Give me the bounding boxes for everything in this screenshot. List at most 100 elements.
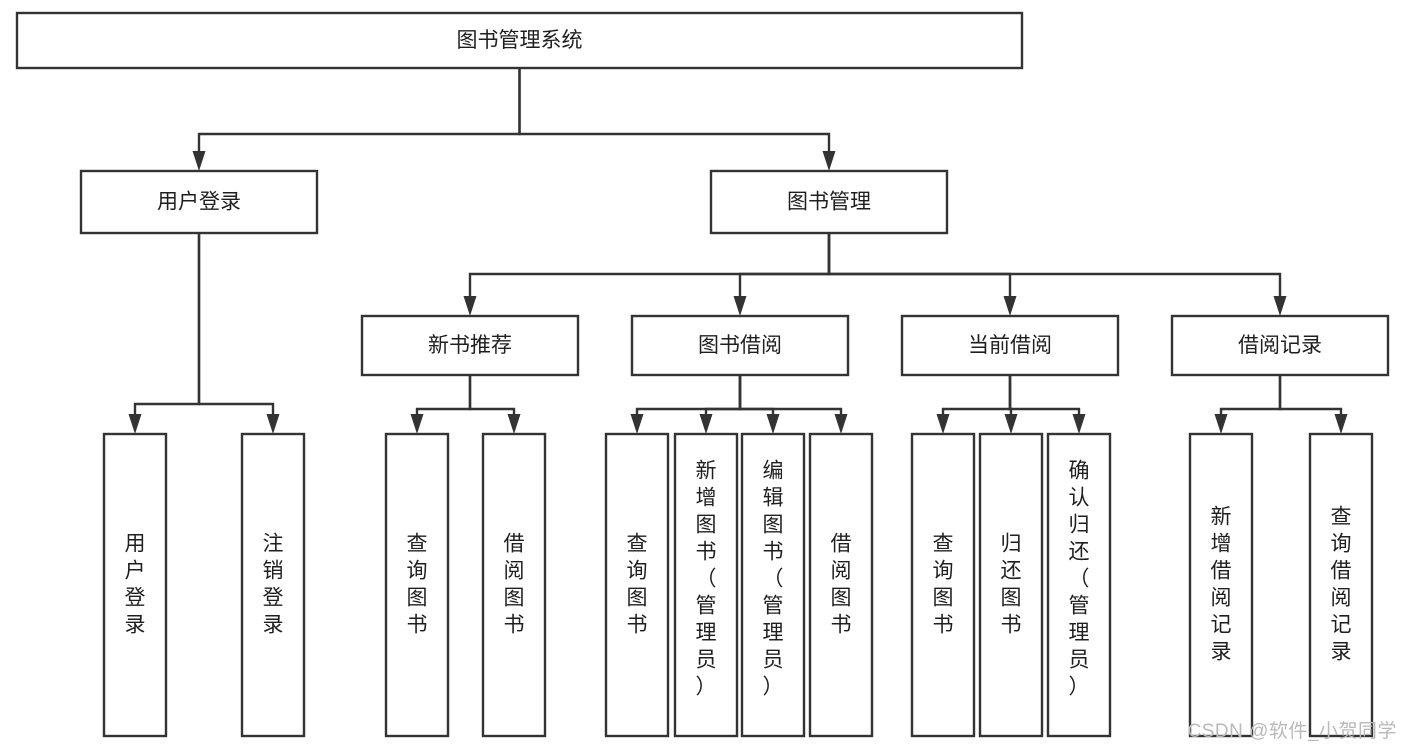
- node-box[interactable]: [360, 314, 580, 377]
- connector-book-borrow-to-leaf-add-book: [699, 375, 742, 434]
- node-leaf-confirm-return[interactable]: 确认归还（管理员）: [1046, 432, 1112, 738]
- node-leaf-return-book[interactable]: 归还图书: [978, 432, 1044, 738]
- connector-line: [197, 68, 521, 153]
- arrow-head-icon: [1214, 414, 1228, 434]
- connector-line: [197, 233, 275, 416]
- node-leaf-query-book-1[interactable]: 查询图书: [384, 432, 450, 738]
- node-leaf-query-record[interactable]: 查询借阅记录: [1308, 432, 1374, 738]
- arrow-head-icon: [766, 414, 780, 434]
- node-box[interactable]: [15, 11, 1024, 70]
- connector-line: [941, 375, 1012, 416]
- node-leaf-edit-book[interactable]: 编辑图书（管理员）: [740, 432, 806, 738]
- arrow-head-icon: [630, 414, 644, 434]
- connector-book-manage-to-book-borrow: [733, 233, 831, 316]
- connector-book-manage-to-borrow-record: [827, 233, 1287, 316]
- arrow-head-icon: [192, 151, 206, 171]
- node-box[interactable]: [910, 432, 976, 738]
- node-label: 查询图书: [627, 532, 648, 636]
- node-label: 查询借阅记录: [1331, 505, 1352, 663]
- node-box[interactable]: [481, 432, 547, 738]
- connector-user-login-to-leaf-user-login: [128, 233, 201, 434]
- arrow-head-icon: [1273, 296, 1287, 316]
- node-label: 编辑图书（管理员）: [763, 459, 784, 698]
- connector-new-book-recommend-to-leaf-borrow-book-1: [468, 375, 521, 434]
- connector-book-borrow-to-leaf-borrow-book-2: [738, 375, 848, 434]
- arrow-head-icon: [733, 296, 747, 316]
- node-box[interactable]: [240, 432, 306, 738]
- arrow-head-icon: [266, 414, 280, 434]
- arrow-head-icon: [128, 414, 142, 434]
- connector-line: [468, 233, 831, 298]
- node-box[interactable]: [1046, 432, 1112, 738]
- connector-line: [518, 68, 831, 153]
- node-label: 图书借阅: [698, 334, 782, 357]
- node-book-borrow[interactable]: 图书借阅: [630, 314, 850, 377]
- node-box[interactable]: [604, 432, 670, 738]
- node-leaf-query-book-3[interactable]: 查询图书: [910, 432, 976, 738]
- node-label: 用户登录: [125, 532, 146, 636]
- nodes-layer: 图书管理系统用户登录图书管理新书推荐图书借阅当前借阅借阅记录用户登录注销登录查询…: [15, 11, 1390, 738]
- connector-book-borrow-to-leaf-query-book-2: [630, 375, 742, 434]
- connector-line: [827, 233, 1282, 298]
- node-root[interactable]: 图书管理系统: [15, 11, 1024, 70]
- node-leaf-add-record[interactable]: 新增借阅记录: [1188, 432, 1254, 738]
- node-book-manage[interactable]: 图书管理: [709, 169, 949, 235]
- connector-current-borrow-to-leaf-query-book-3: [936, 375, 1012, 434]
- node-box[interactable]: [1170, 314, 1390, 377]
- connector-borrow-record-to-leaf-add-record: [1214, 375, 1282, 434]
- node-label: 借阅图书: [831, 532, 852, 636]
- node-label: 确认归还（管理员）: [1069, 459, 1090, 698]
- node-leaf-borrow-book-1[interactable]: 借阅图书: [481, 432, 547, 738]
- arrow-head-icon: [936, 414, 950, 434]
- arrow-head-icon: [822, 151, 836, 171]
- connector-line: [1008, 375, 1081, 416]
- node-label: 注销登录: [263, 532, 284, 636]
- node-leaf-add-book[interactable]: 新增图书（管理员）: [673, 432, 739, 738]
- node-current-borrow[interactable]: 当前借阅: [900, 314, 1120, 377]
- connector-borrow-record-to-leaf-query-record: [1278, 375, 1348, 434]
- node-box[interactable]: [808, 432, 874, 738]
- node-box[interactable]: [630, 314, 850, 377]
- arrow-head-icon: [1072, 414, 1086, 434]
- node-box[interactable]: [978, 432, 1044, 738]
- node-borrow-record[interactable]: 借阅记录: [1170, 314, 1390, 377]
- connector-new-book-recommend-to-leaf-query-book-1: [410, 375, 472, 434]
- node-label: 图书管理系统: [457, 29, 583, 52]
- node-label: 当前借阅: [968, 334, 1052, 357]
- node-new-book-recommend[interactable]: 新书推荐: [360, 314, 580, 377]
- node-box[interactable]: [740, 432, 806, 738]
- node-box[interactable]: [1308, 432, 1374, 738]
- arrow-head-icon: [507, 414, 521, 434]
- arrow-head-icon: [699, 414, 713, 434]
- node-label: 归还图书: [1001, 532, 1022, 636]
- edges-layer: [128, 68, 1348, 434]
- node-label: 查询图书: [933, 532, 954, 636]
- connector-line: [827, 233, 1012, 298]
- node-label: 新增图书（管理员）: [696, 459, 717, 698]
- node-leaf-user-logout[interactable]: 注销登录: [240, 432, 306, 738]
- node-user-login[interactable]: 用户登录: [79, 169, 319, 235]
- node-label: 图书管理: [787, 191, 871, 214]
- connector-root-to-book-manage: [518, 68, 836, 171]
- connector-user-login-to-leaf-user-logout: [197, 233, 280, 434]
- node-leaf-borrow-book-2[interactable]: 借阅图书: [808, 432, 874, 738]
- arrow-head-icon: [834, 414, 848, 434]
- node-box[interactable]: [384, 432, 450, 738]
- node-label: 用户登录: [157, 191, 241, 214]
- node-box[interactable]: [79, 169, 319, 235]
- connector-line: [468, 375, 516, 416]
- arrow-head-icon: [1003, 296, 1017, 316]
- node-box[interactable]: [900, 314, 1120, 377]
- node-leaf-query-book-2[interactable]: 查询图书: [604, 432, 670, 738]
- connector-book-borrow-to-leaf-edit-book: [738, 375, 780, 434]
- node-box[interactable]: [102, 432, 168, 738]
- node-box[interactable]: [1188, 432, 1254, 738]
- node-box[interactable]: [709, 169, 949, 235]
- node-box[interactable]: [673, 432, 739, 738]
- node-leaf-user-login[interactable]: 用户登录: [102, 432, 168, 738]
- connector-line: [738, 375, 843, 416]
- arrow-head-icon: [463, 296, 477, 316]
- connector-line: [415, 375, 472, 416]
- connector-line: [1278, 375, 1343, 416]
